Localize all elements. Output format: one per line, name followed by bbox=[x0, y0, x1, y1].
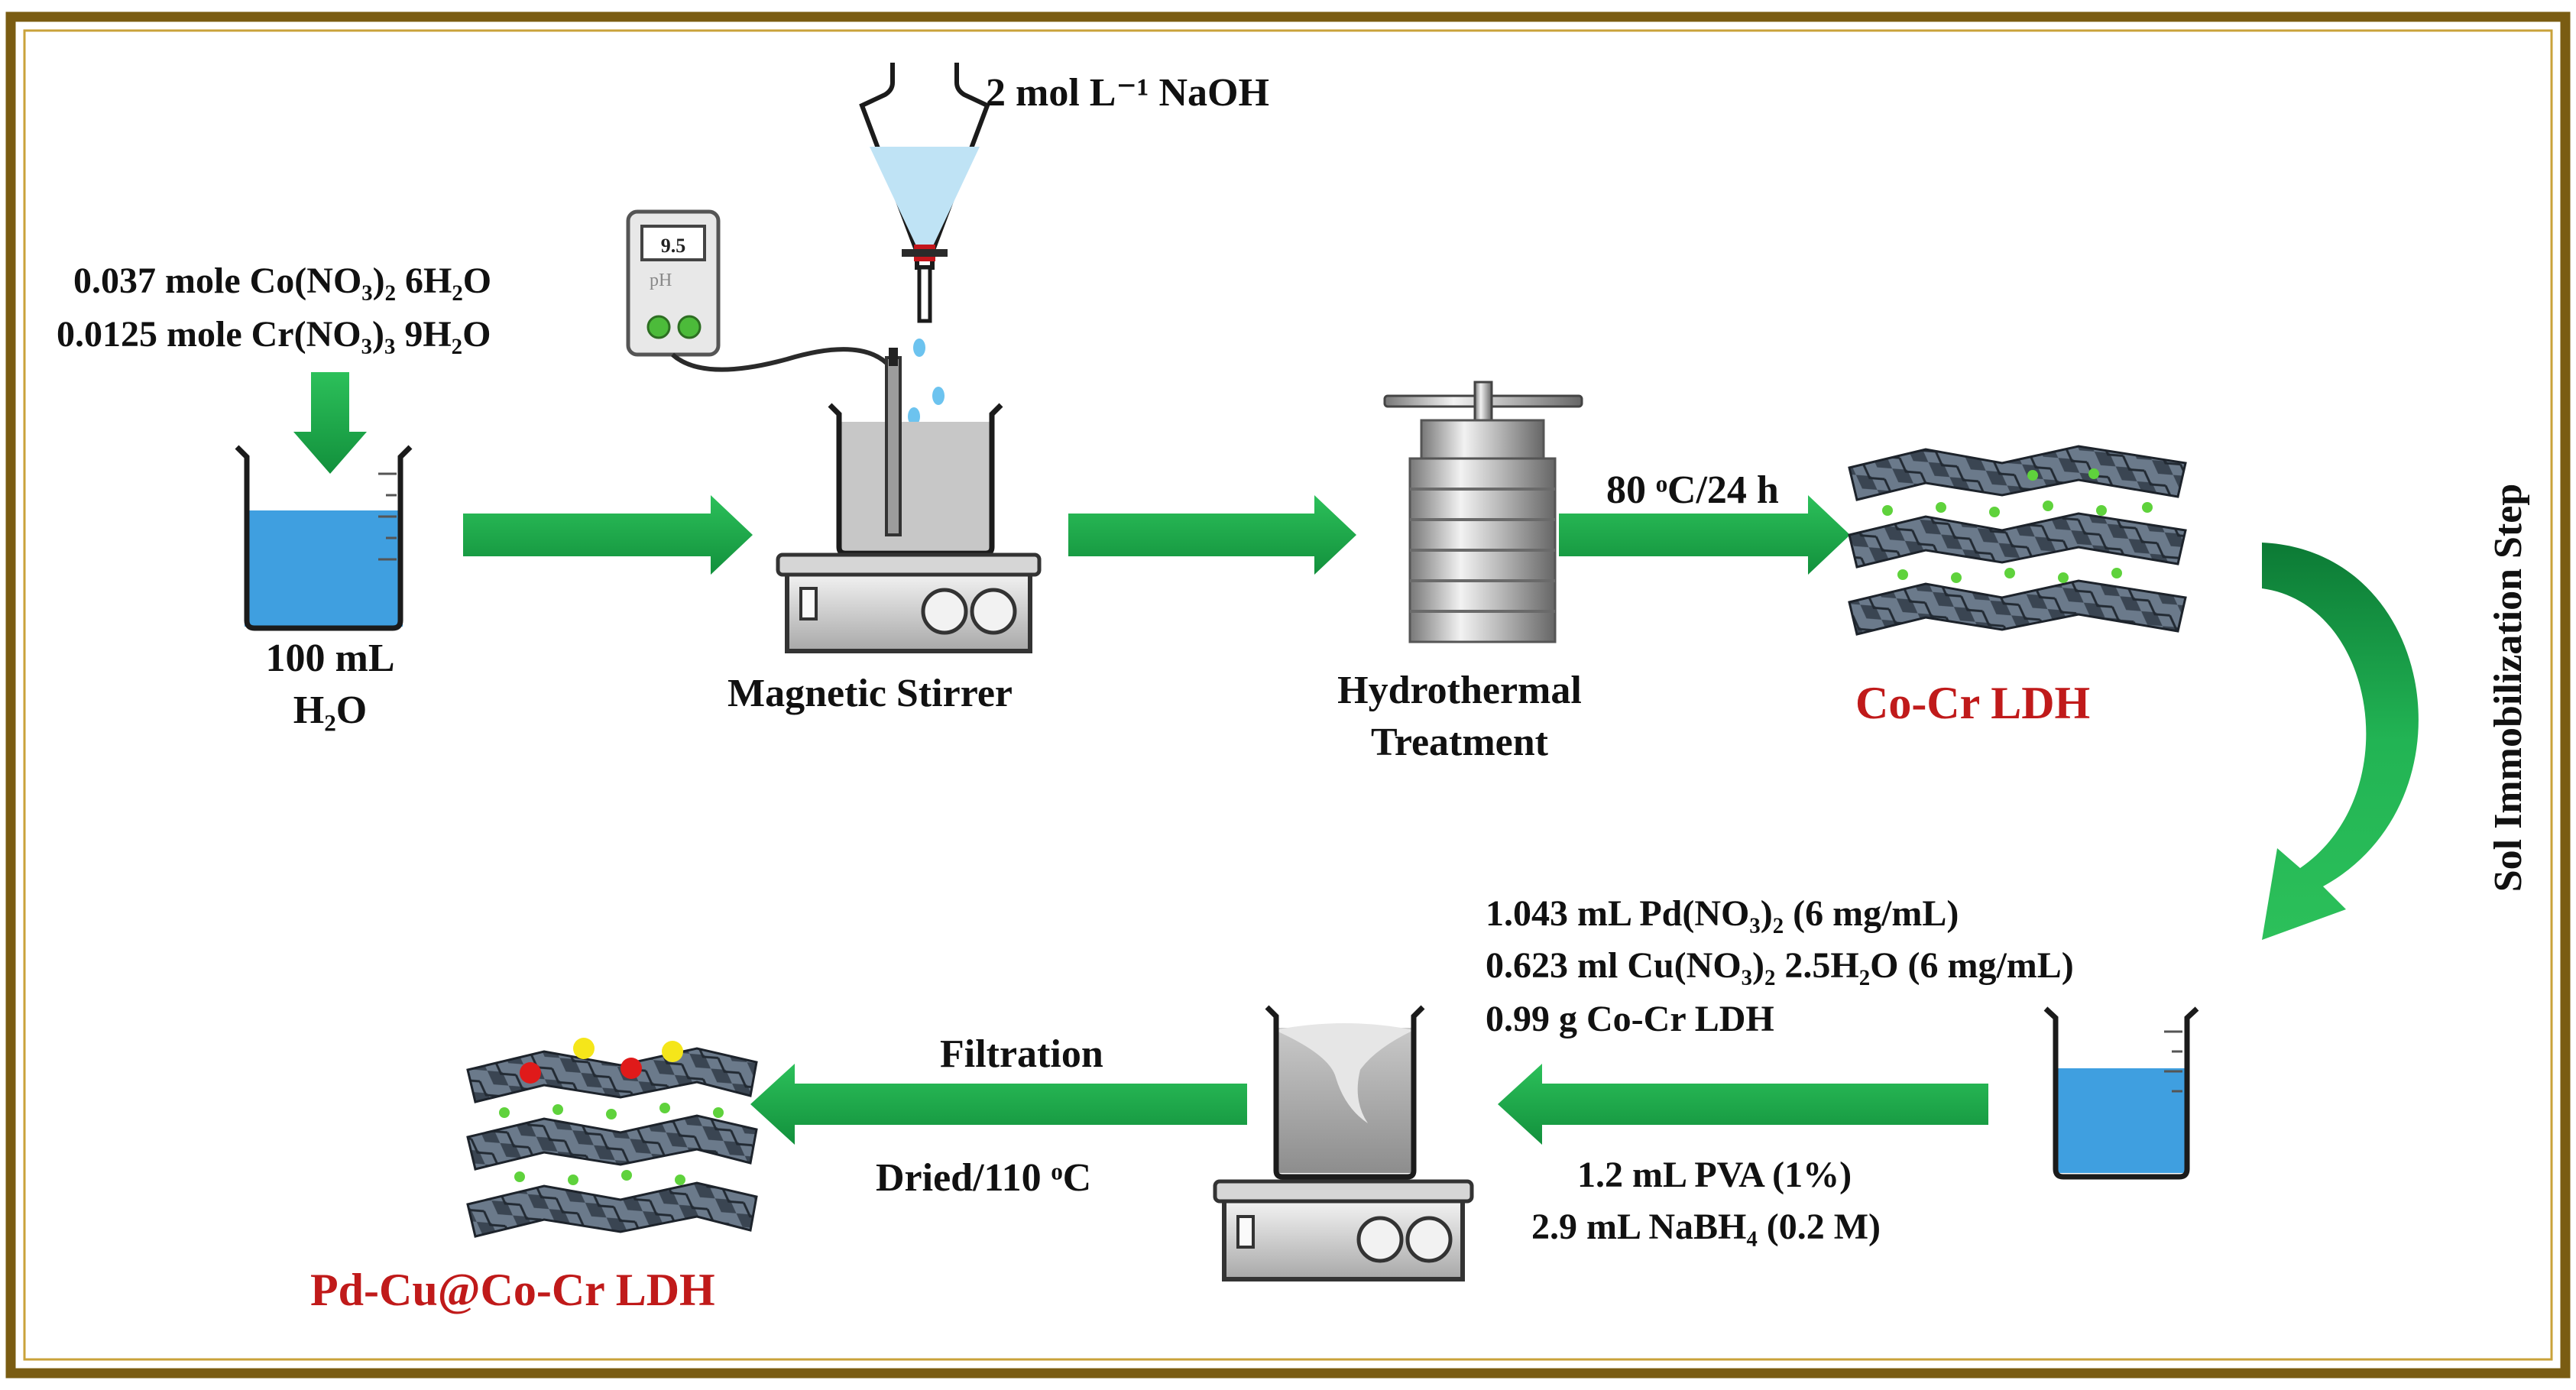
arrow-to-ldh bbox=[1559, 495, 1850, 575]
arrow-to-second-stirrer bbox=[1498, 1064, 1988, 1145]
curved-arrow bbox=[2262, 543, 2419, 940]
reagent-co-line: 0.037 mole Co(NO₃)₂ 6H₂O bbox=[73, 261, 492, 301]
product-structure-icon bbox=[466, 1038, 758, 1238]
arrow-to-autoclave bbox=[1068, 495, 1356, 575]
sol-step-label: Sol Immobilization Step bbox=[2487, 483, 2531, 893]
arrow-to-product bbox=[750, 1064, 1247, 1145]
water-beaker bbox=[235, 445, 413, 631]
inner-frame bbox=[23, 29, 2553, 1361]
sol-beaker bbox=[2043, 1006, 2199, 1180]
ph-meter-icon bbox=[626, 209, 893, 372]
reagent-pva-line: 1.2 mL PVA (1%) bbox=[1577, 1155, 1852, 1195]
down-arrow-icon bbox=[293, 372, 367, 474]
separatory-funnel-icon bbox=[859, 63, 990, 426]
outer-frame bbox=[5, 11, 2571, 1379]
stirrer-label: Magnetic Stirrer bbox=[727, 672, 1013, 715]
ph-unit-label: pH bbox=[650, 271, 672, 290]
reagent-cr-line: 0.0125 mole Cr(NO₃)₃ 9H₂O bbox=[57, 314, 491, 355]
reagent-ldh-line: 0.99 g Co-Cr LDH bbox=[1486, 999, 1774, 1039]
product-label: Pd-Cu@Co-Cr LDH bbox=[310, 1265, 715, 1315]
magnetic-stirrer-icon bbox=[776, 348, 1042, 653]
naoh-label: 2 mol L⁻¹ NaOH bbox=[986, 71, 1269, 115]
reagent-cu-line: 0.623 ml Cu(NO₃)₂ 2.5H₂O (6 mg/mL) bbox=[1486, 945, 2074, 986]
water-volume-label: 100 mL bbox=[265, 637, 395, 680]
reagent-pd-line: 1.043 mL Pd(NO₃)₂ (6 mg/mL) bbox=[1486, 893, 1959, 934]
arrow-to-stirrer bbox=[463, 495, 753, 575]
ldh-label: Co-Cr LDH bbox=[1855, 678, 2091, 728]
ph-reading: 9.5 bbox=[661, 235, 686, 257]
reagent-nabh4-line: 2.9 mL NaBH₄ (0.2 M) bbox=[1531, 1207, 1881, 1247]
cu-nanoparticle-icon bbox=[573, 1038, 595, 1059]
dried-label: Dried/110 ᵒC bbox=[876, 1156, 1092, 1200]
filtration-label: Filtration bbox=[940, 1032, 1103, 1076]
water-formula-label: H₂O bbox=[293, 689, 368, 732]
ldh-structure-icon bbox=[1848, 445, 2187, 636]
condition-label: 80 ᵒC/24 h bbox=[1606, 468, 1779, 512]
vortex-stirrer-icon bbox=[1213, 1005, 1474, 1281]
cu-nanoparticle-icon bbox=[662, 1041, 683, 1062]
pd-nanoparticle-icon bbox=[621, 1058, 642, 1079]
autoclave-icon bbox=[1383, 381, 1583, 643]
hydrothermal-label-line1: Hydrothermal bbox=[1337, 669, 1582, 712]
pd-nanoparticle-icon bbox=[520, 1062, 541, 1084]
hydrothermal-label-line2: Treatment bbox=[1371, 721, 1548, 764]
